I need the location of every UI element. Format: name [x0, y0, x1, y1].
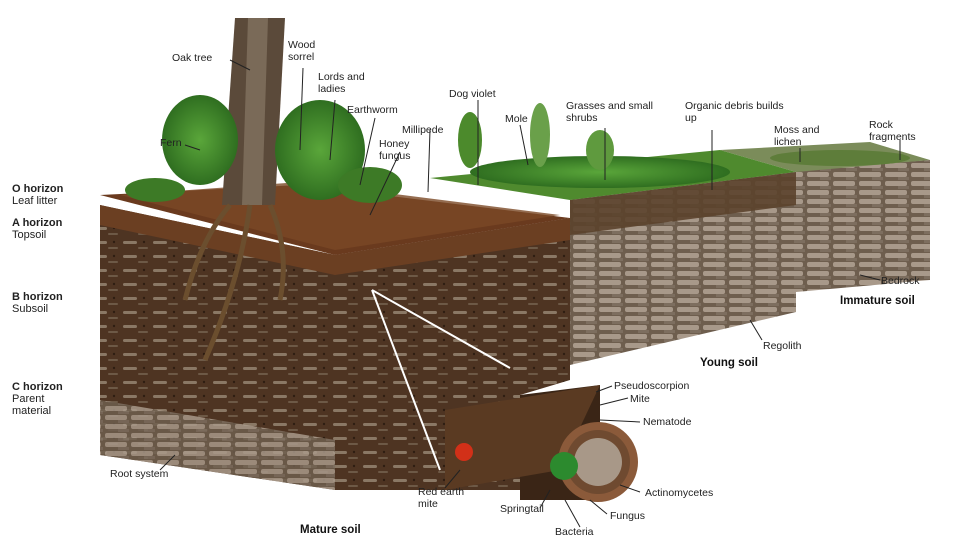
- young-soil-block: [430, 150, 796, 365]
- oak-tree-label: Oak tree: [172, 52, 213, 64]
- millipede-label: Millipede: [402, 124, 444, 136]
- o-horizon-desc: Leaf litter: [12, 195, 58, 207]
- mature-soil-caption: Mature soil: [300, 524, 361, 536]
- actinomycetes-label: Actinomycetes: [645, 487, 714, 499]
- b-horizon-name: B horizon: [12, 291, 63, 303]
- root-system-label: Root system: [110, 468, 169, 480]
- immature-soil-caption: Immature soil: [840, 295, 915, 307]
- b-horizon-desc: Subsoil: [12, 303, 49, 315]
- red-earth-mite-label: Red earth mite: [418, 486, 465, 510]
- pseudoscorpion-label: Pseudoscorpion: [614, 380, 690, 392]
- a-horizon-label: A horizon Topsoil: [12, 217, 62, 241]
- dog-violet-label: Dog violet: [449, 88, 496, 100]
- immature-soil-block: [720, 142, 930, 292]
- wood-sorrel-label: Wood sorrel: [288, 39, 316, 63]
- bedrock-label: Bedrock: [881, 275, 920, 287]
- springtail-label: Springtail: [500, 503, 544, 515]
- a-horizon-name: A horizon: [12, 217, 63, 229]
- mole-label: Mole: [505, 113, 528, 125]
- b-horizon-label: B horizon Subsoil: [12, 291, 63, 315]
- organic-debris-label: Organic debris builds up: [685, 100, 784, 124]
- dog-violet-plants: [458, 103, 614, 170]
- c-horizon-name: C horizon: [12, 381, 63, 393]
- a-horizon-desc: Topsoil: [12, 229, 47, 241]
- regolith-label: Regolith: [763, 340, 802, 352]
- c-horizon-desc: Parent material: [12, 393, 52, 417]
- oak-tree-illustration: [182, 18, 286, 362]
- mature-soil-block: [100, 182, 638, 502]
- rock-fragments-label: Rock fragments: [869, 119, 916, 143]
- fungus-label: Fungus: [610, 510, 646, 522]
- leader-lines: [159, 59, 901, 528]
- fern-label: Fern: [160, 137, 182, 149]
- young-soil-caption: Young soil: [700, 357, 758, 369]
- o-horizon-label: O horizon Leaf litter: [12, 183, 63, 207]
- bacteria-label: Bacteria: [555, 526, 594, 538]
- mite-label: Mite: [630, 393, 650, 405]
- fern-illustration: [125, 95, 402, 203]
- moss-lichen-label: Moss and lichen: [774, 124, 820, 148]
- nematode-label: Nematode: [643, 416, 692, 428]
- earthworm-label: Earthworm: [347, 104, 398, 116]
- grasses-label: Grasses and small shrubs: [566, 100, 653, 124]
- o-horizon-name: O horizon: [12, 183, 64, 195]
- honey-fungus-label: Honey fungus: [379, 138, 411, 162]
- lords-and-ladies-label: Lords and ladies: [318, 71, 365, 95]
- c-horizon-label: C horizon Parent material: [12, 381, 82, 417]
